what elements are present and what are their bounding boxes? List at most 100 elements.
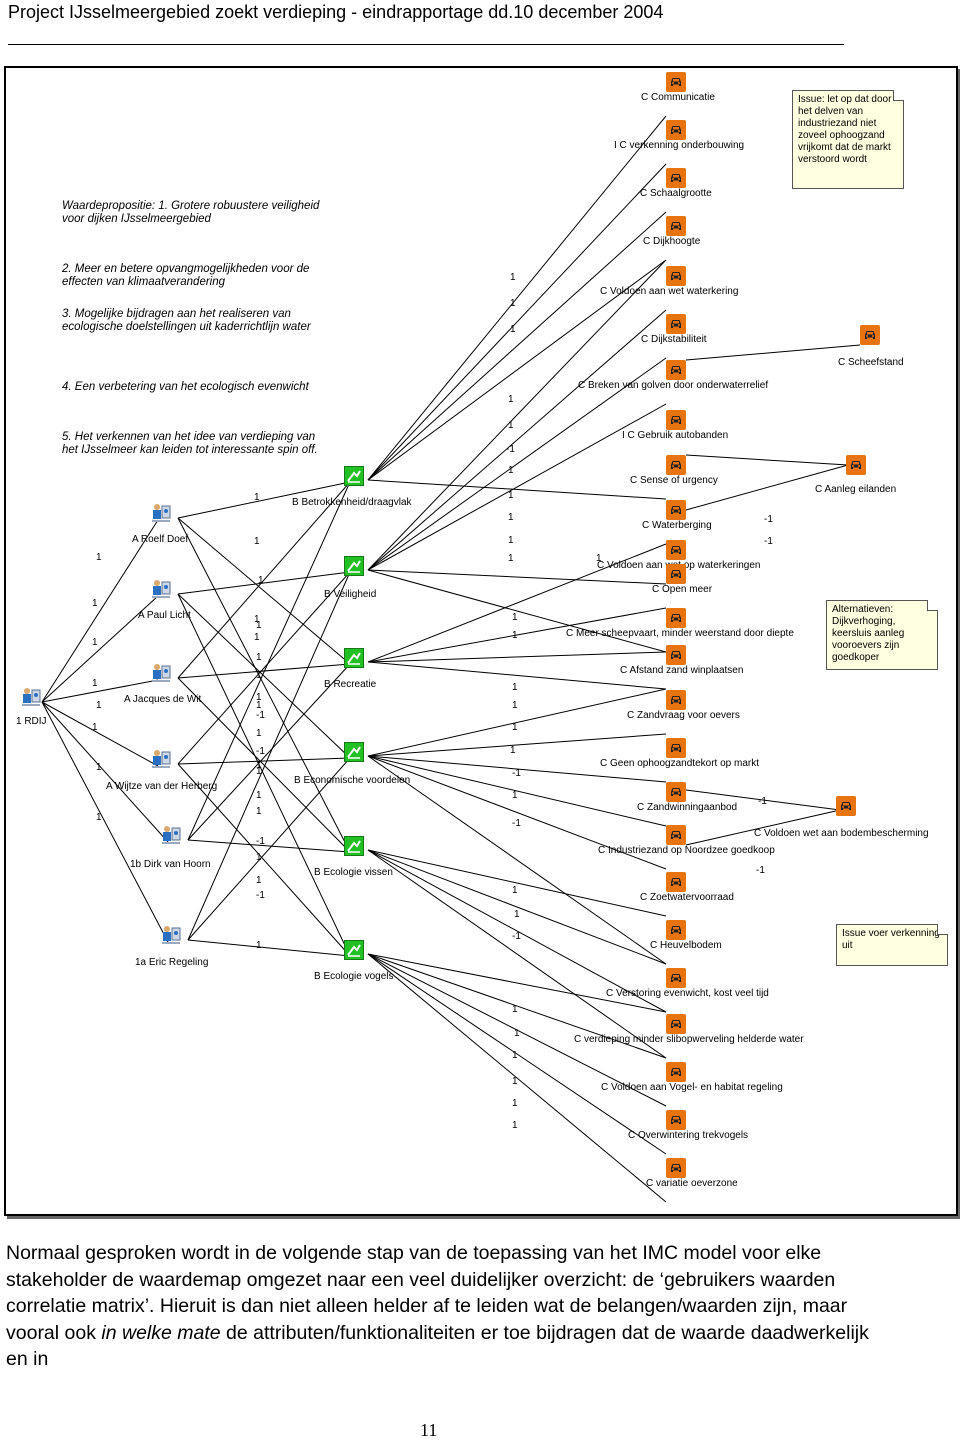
weight-label: 1 bbox=[92, 598, 98, 609]
connector-line bbox=[177, 481, 351, 679]
weight-label: 1 bbox=[92, 722, 98, 733]
connector-line bbox=[367, 115, 667, 481]
car-icon bbox=[666, 410, 686, 430]
weight-label: 1 bbox=[256, 760, 262, 771]
weight-label: 1 bbox=[256, 620, 262, 631]
weight-label: -1 bbox=[512, 931, 521, 942]
connector-line bbox=[41, 701, 159, 767]
weight-label: 1 bbox=[96, 812, 102, 823]
car-icon bbox=[666, 455, 686, 475]
weight-label: 1 bbox=[256, 692, 262, 703]
attribute-label: C Breken van golven door onderwaterrelie… bbox=[578, 380, 769, 391]
attribute-label: I C verkenning onderbouwing bbox=[614, 140, 745, 151]
car-icon bbox=[666, 782, 686, 802]
weight-label: 1 bbox=[96, 762, 102, 773]
connector-line bbox=[41, 701, 169, 943]
weight-label: 1 bbox=[508, 535, 514, 546]
person-icon bbox=[150, 502, 172, 524]
document-header: Project IJsselmeergebied zoekt verdiepin… bbox=[8, 2, 664, 22]
attribute-label: C Zandwinningaanbod bbox=[637, 802, 738, 813]
root-node-label: 1 RDIJ bbox=[16, 716, 47, 727]
weight-label: -1 bbox=[256, 746, 265, 757]
car-icon bbox=[836, 796, 856, 816]
attribute-label: C Communicatie bbox=[641, 92, 715, 103]
car-icon bbox=[666, 1158, 686, 1178]
weight-label: -1 bbox=[758, 796, 767, 807]
car-icon bbox=[666, 738, 686, 758]
weight-label: 1 bbox=[512, 612, 518, 623]
weight-label: 1 bbox=[512, 1004, 518, 1015]
car-icon bbox=[666, 360, 686, 380]
car-icon bbox=[666, 314, 686, 334]
weight-label: -1 bbox=[512, 768, 521, 779]
connector-line bbox=[367, 849, 667, 1059]
connector-line bbox=[367, 479, 667, 500]
weight-label: 1 bbox=[514, 909, 520, 920]
connector-line bbox=[367, 403, 667, 571]
weight-label: 1 bbox=[254, 492, 260, 503]
connector-line bbox=[367, 309, 667, 571]
connector-line bbox=[367, 543, 667, 663]
car-icon bbox=[666, 72, 686, 92]
value-node-label: B Ecologie vissen bbox=[314, 867, 393, 878]
weight-label: 1 bbox=[256, 766, 262, 777]
attribute-label: C verdieping minder slibopwerveling held… bbox=[574, 1034, 804, 1045]
weight-label: 1 bbox=[512, 682, 518, 693]
attribute-label: C Dijkhoogte bbox=[643, 236, 701, 247]
connector-line bbox=[367, 569, 667, 653]
connector-line bbox=[367, 357, 667, 571]
connector-line bbox=[367, 688, 667, 757]
person-icon bbox=[150, 748, 172, 770]
page-number: 11 bbox=[420, 1420, 438, 1440]
weight-label: 1 bbox=[508, 465, 514, 476]
weight-label: 1 bbox=[512, 1098, 518, 1109]
weight-label: 1 bbox=[254, 536, 260, 547]
connector-line bbox=[187, 757, 351, 941]
car-icon bbox=[666, 645, 686, 665]
value-node-icon bbox=[344, 742, 364, 762]
car-icon bbox=[666, 168, 686, 188]
issue-note: Issue voer verkenning uit bbox=[836, 924, 948, 966]
connector-line bbox=[367, 259, 667, 481]
weight-label: 1 bbox=[256, 940, 262, 951]
stakeholder-label: A Roelf Doef bbox=[132, 534, 189, 545]
weight-label: 1 bbox=[512, 630, 518, 641]
stakeholder-label: 1a Eric Regeling bbox=[135, 957, 209, 968]
value-node-icon bbox=[344, 556, 364, 576]
connector-line bbox=[367, 755, 667, 827]
value-node-icon bbox=[344, 648, 364, 668]
weight-label: -1 bbox=[764, 536, 773, 547]
weight-label: 1 bbox=[510, 272, 516, 283]
connector-line bbox=[177, 571, 351, 595]
car-icon bbox=[666, 920, 686, 940]
connector-line bbox=[367, 755, 667, 783]
connector-line bbox=[187, 481, 351, 841]
attribute-label: C Industriezand op Noordzee goedkoop bbox=[598, 845, 775, 856]
car-icon bbox=[666, 968, 686, 988]
weight-label: 1 bbox=[510, 324, 516, 335]
connector-line bbox=[367, 211, 667, 481]
weight-label: 1 bbox=[512, 1076, 518, 1087]
stakeholder-label: 1b Dirk van Hoorn bbox=[130, 859, 211, 870]
car-icon bbox=[666, 872, 686, 892]
car-icon bbox=[666, 825, 686, 845]
attribute-label: C Verstoring evenwicht, kost veel tijd bbox=[606, 988, 769, 999]
attribute-label: C Voldoen aan wet waterkering bbox=[600, 286, 739, 297]
paragraph-text: de attributen/funktionaliteiten er toe b… bbox=[6, 1321, 869, 1371]
connector-line bbox=[685, 464, 849, 511]
connector-line bbox=[41, 519, 159, 703]
connector-line bbox=[187, 839, 351, 853]
weight-label: -1 bbox=[764, 514, 773, 525]
connector-line bbox=[367, 163, 667, 481]
stakeholder-label: A Jacques de Wit bbox=[124, 694, 202, 705]
connector-line bbox=[41, 595, 159, 703]
weight-label: 1 bbox=[512, 700, 518, 711]
person-icon bbox=[150, 578, 172, 600]
weight-label: 1 bbox=[96, 552, 102, 563]
connector-line bbox=[367, 259, 667, 571]
weight-label: 1 bbox=[508, 490, 514, 501]
car-icon bbox=[846, 455, 866, 475]
attribute-label: C Dijkstabiliteit bbox=[641, 334, 707, 345]
connector-line bbox=[177, 763, 351, 957]
